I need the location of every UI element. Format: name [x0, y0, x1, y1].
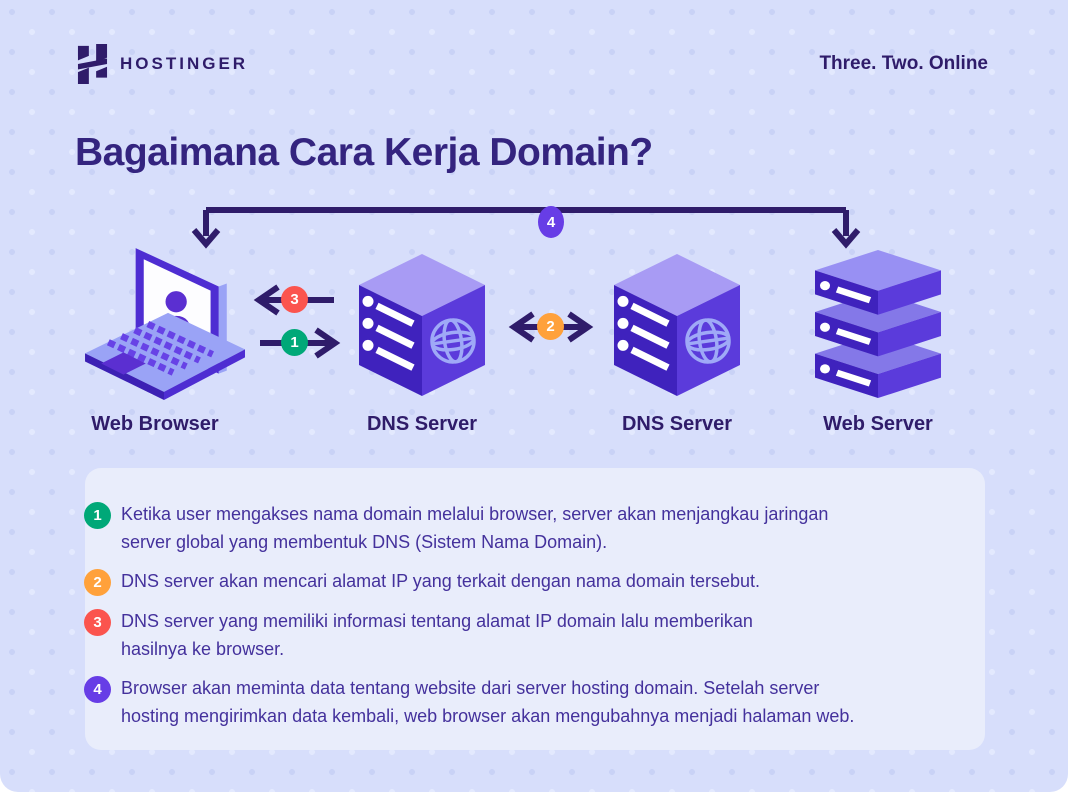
- dns-server-icon: [359, 254, 485, 396]
- tagline: Three. Two. Online: [819, 53, 988, 74]
- step-badge-4: 4: [84, 676, 111, 703]
- step-item-3: 3 DNS server yang memiliki informasi ten…: [84, 607, 947, 663]
- step-badge-2: 2: [84, 569, 111, 596]
- brand: HOSTINGER: [76, 44, 248, 84]
- step-item-1: 1 Ketika user mengakses nama domain mela…: [84, 500, 947, 556]
- arrow-badge-1: 1: [281, 329, 308, 356]
- globe-icon: [685, 318, 731, 364]
- node-label-web-server: Web Server: [823, 413, 933, 435]
- header: HOSTINGER Three. Two. Online: [76, 42, 988, 86]
- node-label-dns-server-2: DNS Server: [621, 413, 733, 435]
- page-title: Bagaimana Cara Kerja Domain?: [75, 131, 653, 174]
- step-text-4: Browser akan meminta data tentang websit…: [121, 678, 855, 726]
- globe-icon: [430, 318, 476, 364]
- node-label-web-browser: Web Browser: [91, 413, 219, 435]
- arrow-badge-2: 2: [537, 313, 564, 340]
- brand-name: HOSTINGER: [120, 54, 249, 73]
- trackpad: [101, 352, 146, 375]
- web-server-icon: [815, 250, 941, 398]
- step-badge-3: 3: [84, 609, 111, 636]
- step-text-1: Ketika user mengakses nama domain melalu…: [121, 504, 829, 552]
- step-item-4: 4 Browser akan meminta data tentang webs…: [84, 674, 947, 730]
- step-item-2: 2 DNS server akan mencari alamat IP yang…: [84, 567, 947, 596]
- steps-panel: 1 Ketika user mengakses nama domain mela…: [84, 468, 985, 750]
- step-text-3: DNS server yang memiliki informasi tenta…: [121, 611, 753, 659]
- arrow-badge-4: 4: [538, 206, 564, 238]
- step-text-2: DNS server akan mencari alamat IP yang t…: [121, 571, 760, 591]
- keyboard-keys: [106, 321, 214, 376]
- hostinger-logo-icon: [77, 44, 108, 84]
- dns-server-icon: [614, 254, 740, 396]
- arrow-badge-3: 3: [281, 286, 308, 313]
- node-label-dns-server-1: DNS Server: [366, 413, 478, 435]
- laptop-icon: [85, 248, 245, 400]
- arrow-four-icon: [191, 207, 861, 249]
- step-badge-1: 1: [84, 502, 111, 529]
